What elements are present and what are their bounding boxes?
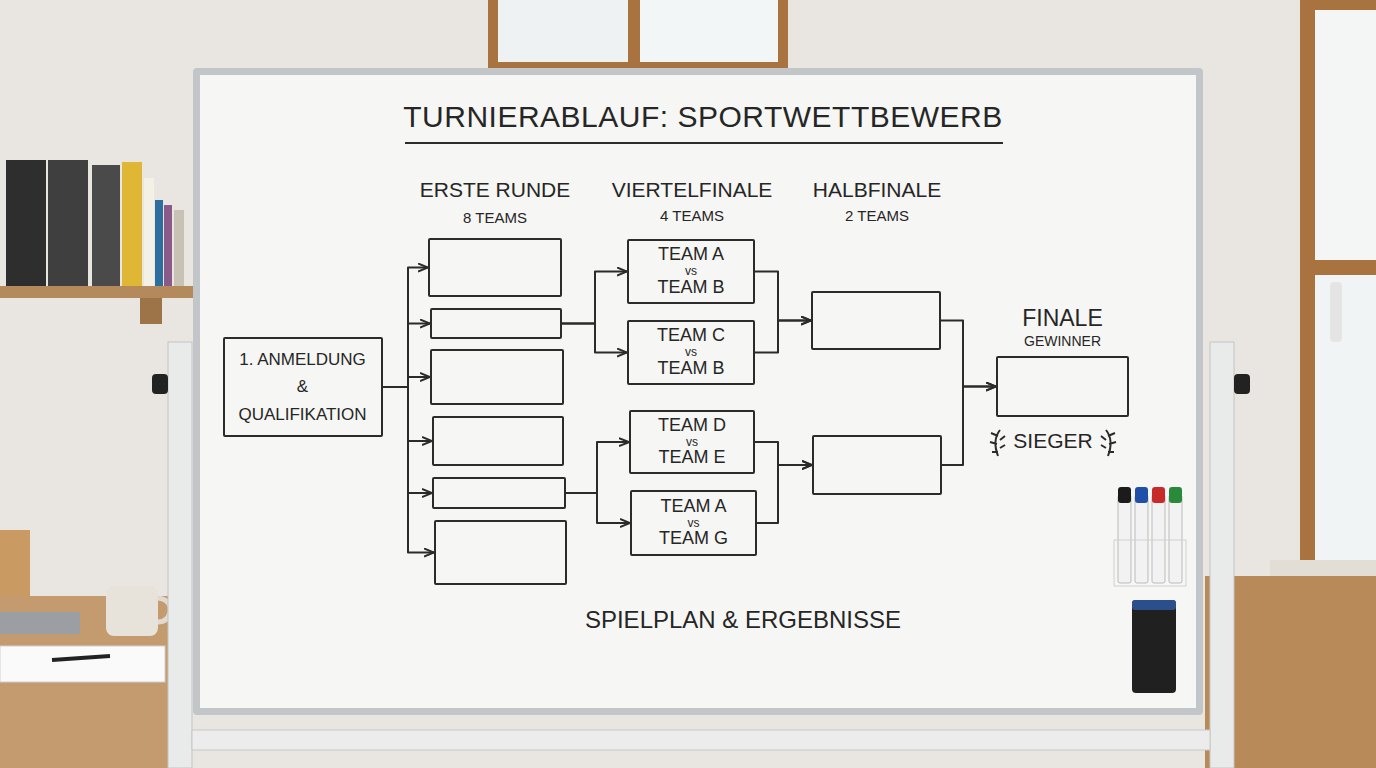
shelf-bracket	[140, 298, 162, 324]
pen	[52, 656, 110, 660]
window-glass	[1315, 275, 1376, 560]
connector-arrow	[562, 272, 627, 324]
bracket-slot	[432, 416, 564, 466]
connector-arrow	[942, 387, 996, 466]
node-text: TEAM C	[657, 326, 725, 346]
column-heading: VIERTELFINALE	[612, 177, 773, 202]
match-box: TEAM DvsTEAM E	[629, 410, 755, 474]
match-box: TEAM CvsTEAM B	[627, 320, 755, 384]
node-text: TEAM G	[659, 529, 728, 549]
bracket-slot	[434, 520, 567, 585]
marker	[1152, 495, 1165, 583]
stand-knob	[1234, 374, 1250, 394]
window-glass	[640, 0, 778, 62]
window-glass	[498, 0, 628, 62]
team-count: 2 TEAMS	[845, 207, 909, 225]
connector-arrow	[383, 268, 429, 388]
stand-bar	[192, 730, 1210, 750]
window-frame	[488, 0, 788, 70]
connector-arrow	[383, 377, 431, 387]
final-heading: FINALEGEWINNER	[1022, 304, 1103, 350]
windowsill	[1270, 560, 1376, 576]
laptop	[0, 612, 80, 634]
marker	[1135, 495, 1148, 583]
connector-arrow	[755, 272, 811, 321]
node-text: vs	[685, 346, 697, 359]
node-text: TEAM D	[658, 416, 726, 436]
connector-arrow	[383, 324, 431, 388]
node-text: 1. ANMELDUNG & QUALIFIKATION	[233, 346, 373, 428]
marker	[1118, 495, 1131, 583]
binder	[174, 210, 184, 286]
marker-cap	[1135, 487, 1148, 503]
eraser	[1132, 600, 1176, 693]
window-frame	[1300, 0, 1376, 600]
winner-label: SIEGER	[1013, 428, 1092, 453]
binder	[164, 205, 172, 286]
node-text: GEWINNER	[1022, 333, 1103, 351]
caption-note: SPIELPLAN & ERGEBNISSE	[585, 606, 901, 635]
marker	[1169, 495, 1182, 583]
laurel	[990, 430, 1005, 456]
node-text: FINALE	[1022, 304, 1103, 333]
connector-arrow	[383, 387, 435, 553]
board-frame	[193, 68, 1203, 715]
window-glass	[1315, 10, 1376, 260]
laurel	[1101, 430, 1116, 456]
mug	[106, 586, 158, 636]
marker-holder	[1114, 540, 1186, 586]
stand-knob	[152, 374, 168, 394]
node-text: vs	[688, 517, 700, 530]
team-count: 8 TEAMS	[463, 209, 527, 227]
binder	[6, 160, 46, 286]
window-handle	[1330, 282, 1342, 342]
column-heading: ERSTE RUNDE	[420, 177, 571, 202]
whiteboard	[200, 75, 1196, 708]
node-text: vs	[686, 436, 698, 449]
connector-arrow	[757, 465, 812, 523]
node-text: TEAM A	[660, 497, 726, 517]
bracket-slot	[430, 349, 564, 405]
node-text: TEAM E	[658, 448, 725, 468]
marker-cap	[1169, 487, 1182, 503]
match-box: TEAM AvsTEAM B	[627, 239, 755, 303]
bracket-slot	[811, 291, 941, 350]
binder	[92, 165, 120, 286]
node-text: TEAM B	[657, 359, 724, 379]
connector-arrow	[566, 442, 629, 493]
start-box: 1. ANMELDUNG & QUALIFIKATION	[223, 337, 383, 437]
connector-arrow	[941, 321, 996, 387]
final-box: FINALEGEWINNER	[996, 356, 1129, 417]
eraser-band	[1132, 600, 1176, 610]
binder	[144, 178, 154, 286]
marker-cap	[1152, 487, 1165, 503]
chair-back	[0, 530, 30, 600]
stand-post	[168, 342, 192, 768]
bracket-slot	[432, 477, 566, 509]
team-count: 4 TEAMS	[660, 207, 724, 225]
notebook	[0, 646, 165, 682]
connector-arrow	[755, 321, 811, 353]
bracket-slot	[430, 308, 562, 339]
column-heading: HALBFINALE	[813, 177, 941, 202]
title-underline	[405, 142, 1003, 144]
connector-arrow	[755, 442, 812, 465]
match-box: TEAM AvsTEAM G	[630, 490, 757, 556]
binder	[155, 200, 163, 286]
bracket-slot	[812, 435, 942, 495]
bracket-slot	[428, 238, 562, 297]
shelf	[0, 286, 193, 298]
node-text: TEAM A	[658, 245, 724, 265]
binder	[48, 160, 88, 286]
binder	[122, 162, 142, 286]
connector-arrow	[566, 493, 630, 523]
node-text: vs	[685, 265, 697, 278]
stand-post	[1210, 342, 1234, 768]
marker-cap	[1118, 487, 1131, 503]
node-text: TEAM B	[657, 278, 724, 298]
connector-arrow	[562, 324, 627, 353]
title: TURNIERABLAUF: SPORTWETTBEWERB	[403, 99, 1003, 135]
